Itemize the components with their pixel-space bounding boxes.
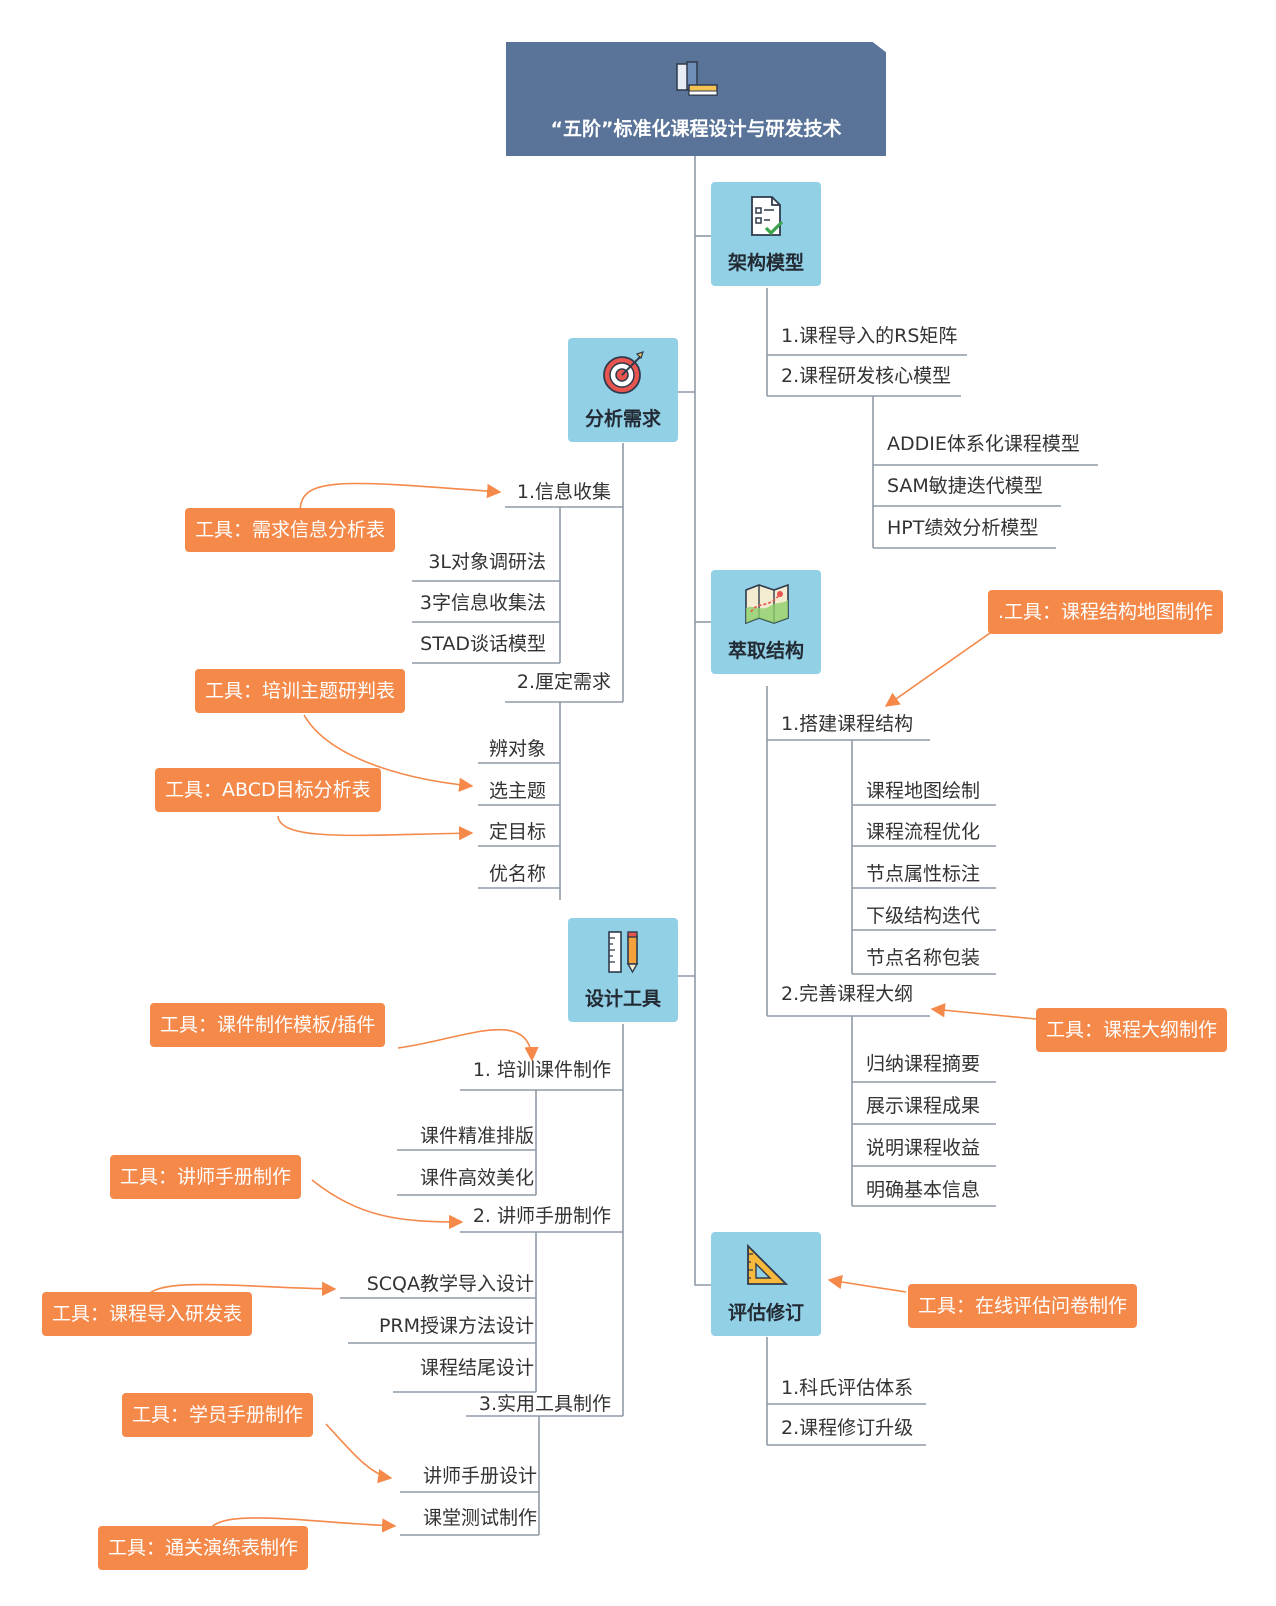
topic-sam[interactable]: SAM敏捷迭代模型 — [887, 475, 1043, 497]
topic-courseware[interactable]: 1. 培训课件制作 — [472, 1059, 611, 1081]
books-icon — [673, 60, 719, 106]
topic-outline[interactable]: 2.完善课程大纲 — [781, 983, 914, 1005]
tool-courseware-template[interactable]: 工具：课件制作模板/插件 — [150, 1003, 386, 1047]
topic-map-drawing[interactable]: 课程地图绘制 — [866, 780, 981, 802]
hub-analysis[interactable]: 分析需求 — [568, 338, 678, 442]
topic-rs-matrix[interactable]: 1.课程导入的RS矩阵 — [781, 325, 958, 347]
tool-lecturer-manual[interactable]: 工具：讲师手册制作 — [110, 1155, 302, 1199]
topic-ending[interactable]: 课程结尾设计 — [419, 1357, 534, 1379]
hub-label: 萃取结构 — [727, 640, 804, 662]
hub-label: 设计工具 — [584, 988, 661, 1010]
set-square-icon — [744, 1243, 790, 1292]
topic-stad-model[interactable]: STAD谈话模型 — [420, 633, 546, 655]
tool-outline-make[interactable]: 工具：课程大纲制作 — [1036, 1008, 1228, 1052]
topic-outcomes[interactable]: 展示课程成果 — [866, 1095, 981, 1117]
topic-3l-survey[interactable]: 3L对象调研法 — [428, 551, 546, 573]
topic-manual-design[interactable]: 讲师手册设计 — [422, 1465, 537, 1487]
root-topic[interactable]: “五阶”标准化课程设计与研发技术 — [506, 42, 886, 156]
tool-abcd[interactable]: 工具：ABCD目标分析表 — [155, 768, 381, 812]
tool-topic-judge[interactable]: 工具：培训主题研判表 — [195, 669, 406, 713]
topic-practical-tools[interactable]: 3.实用工具制作 — [478, 1393, 611, 1415]
tool-pass-drill[interactable]: 工具：通关演练表制作 — [98, 1526, 309, 1570]
hub-structure[interactable]: 萃取结构 — [711, 570, 821, 674]
topic-kirkpatrick[interactable]: 1.科氏评估体系 — [781, 1377, 914, 1399]
topic-set-goal[interactable]: 定目标 — [488, 821, 546, 843]
topic-3word-collect[interactable]: 3字信息收集法 — [419, 592, 546, 614]
tool-demand-info[interactable]: 工具：需求信息分析表 — [185, 508, 396, 552]
topic-basic-info[interactable]: 明确基本信息 — [866, 1179, 981, 1201]
ruler-pencil-icon — [601, 930, 647, 978]
topic-benefits[interactable]: 说明课程收益 — [866, 1137, 981, 1159]
topic-flow-optimize[interactable]: 课程流程优化 — [866, 821, 981, 843]
hub-design[interactable]: 设计工具 — [568, 918, 678, 1022]
hub-architecture[interactable]: 架构模型 — [711, 182, 821, 286]
topic-scqa[interactable]: SCQA教学导入设计 — [366, 1273, 534, 1295]
topic-build-structure[interactable]: 1.搭建课程结构 — [781, 713, 914, 735]
hub-label: 架构模型 — [727, 252, 804, 274]
hub-label: 分析需求 — [584, 408, 661, 430]
topic-define-demand[interactable]: 2.厘定需求 — [516, 671, 611, 693]
topic-class-test[interactable]: 课堂测试制作 — [422, 1507, 537, 1529]
hub-label: 评估修订 — [727, 1302, 804, 1324]
topic-summary[interactable]: 归纳课程摘要 — [866, 1053, 981, 1075]
checklist-icon — [744, 194, 788, 242]
topic-node-attributes[interactable]: 节点属性标注 — [866, 863, 981, 885]
target-icon — [601, 350, 647, 400]
tool-online-eval[interactable]: 工具：在线评估问卷制作 — [908, 1284, 1138, 1328]
topic-beautify[interactable]: 课件高效美化 — [419, 1167, 534, 1189]
topic-revision[interactable]: 2.课程修订升级 — [781, 1417, 914, 1439]
tool-student-manual[interactable]: 工具：学员手册制作 — [122, 1393, 314, 1437]
root-title: “五阶”标准化课程设计与研发技术 — [550, 118, 842, 140]
topic-prm[interactable]: PRM授课方法设计 — [378, 1315, 534, 1337]
topic-core-models[interactable]: 2.课程研发核心模型 — [781, 365, 952, 387]
topic-identify-audience[interactable]: 辨对象 — [488, 738, 546, 760]
topic-info-collect[interactable]: 1.信息收集 — [516, 481, 611, 503]
map-icon — [744, 582, 790, 628]
topic-sub-iteration[interactable]: 下级结构迭代 — [866, 905, 981, 927]
tool-intro-dev[interactable]: 工具：课程导入研发表 — [42, 1292, 253, 1336]
topic-choose-theme[interactable]: 选主题 — [488, 780, 546, 802]
topic-addie[interactable]: ADDIE体系化课程模型 — [887, 433, 1080, 455]
topic-refine-name[interactable]: 优名称 — [488, 863, 546, 885]
topic-node-naming[interactable]: 节点名称包装 — [866, 947, 981, 969]
topic-layout[interactable]: 课件精准排版 — [419, 1125, 534, 1147]
topic-lecturer-manual[interactable]: 2. 讲师手册制作 — [472, 1205, 611, 1227]
hub-evaluation[interactable]: 评估修订 — [711, 1232, 821, 1336]
tool-structure-map[interactable]: .工具：课程结构地图制作 — [988, 590, 1224, 634]
topic-hpt[interactable]: HPT绩效分析模型 — [887, 517, 1039, 539]
